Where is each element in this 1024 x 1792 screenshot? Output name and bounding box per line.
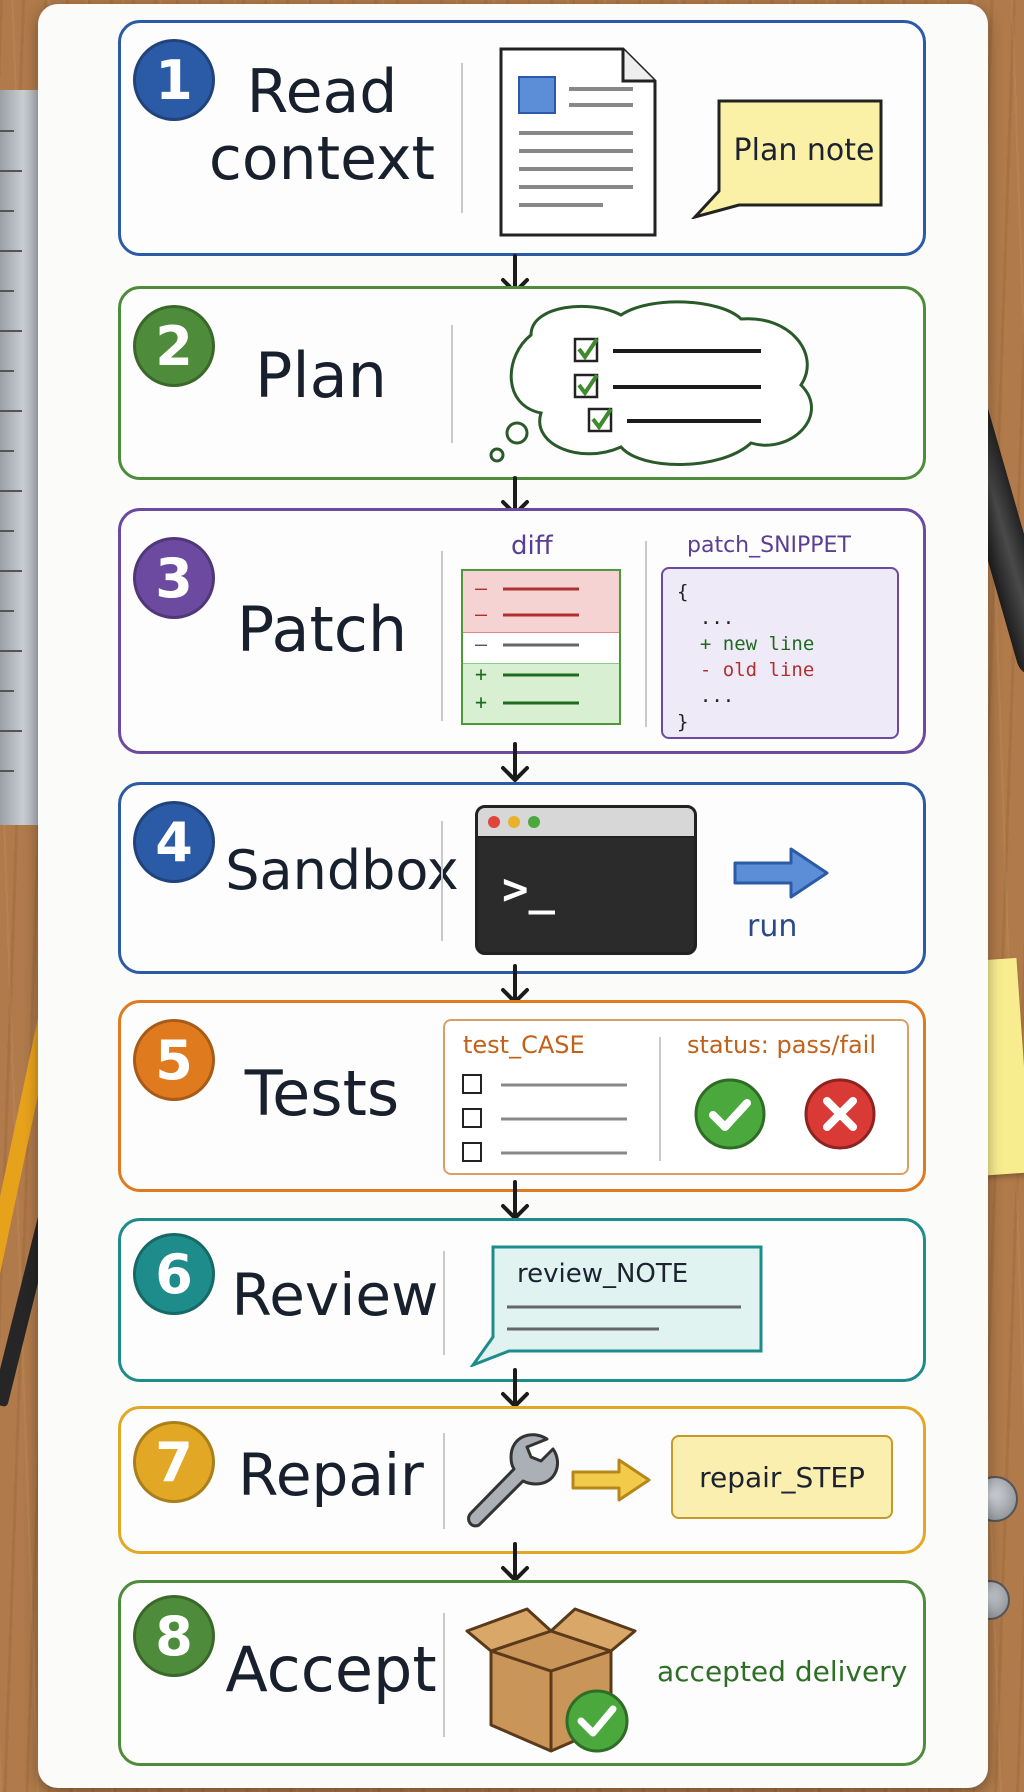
step-title: Patch — [236, 593, 408, 666]
status-label: status: pass/fail — [687, 1031, 876, 1059]
step-number-badge: 2 — [133, 305, 215, 387]
test-case-label: test_CASE — [463, 1031, 585, 1059]
diff-label: diff — [511, 531, 553, 561]
step-4-sandbox: 4 Sandbox >_ run — [118, 782, 926, 974]
thought-bubble-checklist-icon — [489, 300, 813, 466]
flow-arrow-5 — [501, 1180, 529, 1221]
box-check-icon — [465, 1607, 637, 1753]
step-title: Tests — [244, 1057, 400, 1130]
step-7-repair: 7 Repair repair_STEP — [118, 1406, 926, 1554]
pass-check-icon — [694, 1078, 766, 1150]
run-arrow-icon — [733, 847, 829, 899]
speech-bubble-icon — [691, 99, 883, 219]
step-title: Plan — [255, 339, 387, 412]
snippet-line: ... — [677, 607, 735, 629]
step-number-badge: 5 — [133, 1019, 215, 1101]
ruler — [0, 90, 40, 825]
repair-step-box: repair_STEP — [671, 1435, 893, 1519]
diff-block: – – – + + — [461, 569, 621, 725]
step-title: Accept — [225, 1633, 437, 1706]
snippet-line-removed: - old line — [677, 659, 815, 681]
flow-arrow-7 — [501, 1542, 529, 1583]
repair-step-label: repair_STEP — [699, 1460, 865, 1494]
flow-arrow-3 — [501, 742, 529, 783]
step-1-read-context: 1 Read context Plan note — [118, 20, 926, 256]
flow-arrow-6 — [501, 1368, 529, 1409]
step-number-badge: 3 — [133, 537, 215, 619]
step-title: Sandbox — [225, 839, 459, 902]
fail-x-icon — [804, 1078, 876, 1150]
test-panel: test_CASE status: pass/fail — [443, 1019, 909, 1175]
terminal-icon: >_ — [475, 805, 697, 955]
patch-snippet-box: { ... + new line - old line ... } — [661, 567, 899, 739]
snippet-label: patch_SNIPPET — [687, 533, 851, 558]
plan-note-label: Plan note — [733, 133, 875, 168]
step-title: Read context — [208, 57, 436, 195]
step-number-badge: 1 — [133, 39, 215, 121]
review-note-label: review_NOTE — [517, 1259, 689, 1289]
step-3-patch: 3 Patch diff – – – + + patch_SNIPPET { .… — [118, 508, 926, 754]
step-2-plan: 2 Plan — [118, 286, 926, 480]
svg-text:–: – — [475, 602, 488, 626]
step-title: Review — [231, 1261, 439, 1329]
review-note-bubble-icon — [469, 1245, 763, 1367]
svg-text:–: – — [475, 632, 488, 656]
svg-text:+: + — [475, 690, 487, 714]
document-icon — [499, 47, 657, 237]
step-number-badge: 4 — [133, 801, 215, 883]
snippet-line: } — [677, 711, 689, 733]
step-title: Repair — [238, 1441, 424, 1509]
wrench-icon — [467, 1433, 559, 1528]
step-number-badge: 8 — [133, 1595, 215, 1677]
step-8-accept: 8 Accept accepted delivery — [118, 1580, 926, 1766]
snippet-line: { — [677, 581, 689, 603]
repair-arrow-icon — [571, 1458, 651, 1502]
accepted-delivery-label: accepted delivery — [657, 1655, 908, 1688]
step-6-review: 6 Review review_NOTE — [118, 1218, 926, 1382]
run-label: run — [747, 909, 798, 944]
snippet-line: ... — [677, 685, 735, 707]
svg-text:–: – — [475, 576, 488, 600]
svg-text:+: + — [475, 662, 487, 686]
step-number-badge: 7 — [133, 1421, 215, 1503]
terminal-prompt: >_ — [502, 864, 555, 915]
step-5-tests: 5 Tests test_CASE status: pass/fail — [118, 1000, 926, 1192]
snippet-line-added: + new line — [677, 633, 815, 655]
step-number-badge: 6 — [133, 1233, 215, 1315]
